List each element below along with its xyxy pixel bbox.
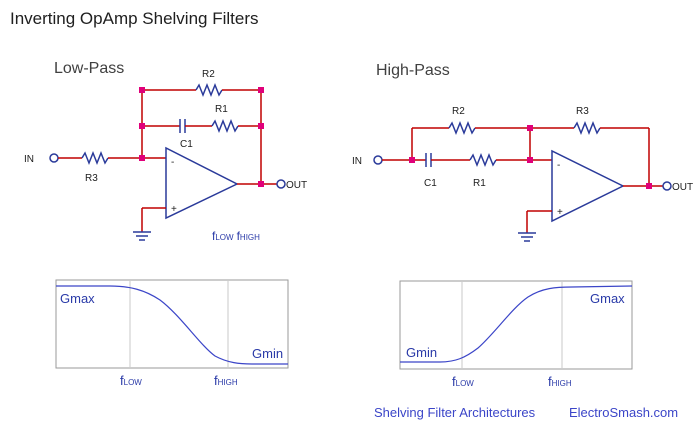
lp-node: [139, 155, 145, 161]
lp-node: [258, 181, 264, 187]
hp-r3-label: R3: [576, 106, 589, 117]
hp-r2-resistor: [448, 120, 476, 136]
hp-input-terminal: [373, 155, 383, 165]
hp-f-low-label: fLOW: [452, 374, 474, 389]
hp-r3-resistor: [573, 120, 601, 136]
lp-minus-label: -: [171, 157, 174, 168]
lp-input-terminal: [49, 153, 59, 163]
hp-out-label: OUT: [672, 182, 693, 193]
hp-minus-label: -: [557, 160, 560, 171]
hp-node: [646, 183, 652, 189]
lp-f-high-label: fHIGH: [214, 373, 238, 388]
high-pass-schematic: IN OUT R2 R3 R1 C1 - +: [352, 106, 693, 242]
lp-gmin-label: Gmin: [252, 346, 283, 361]
lp-r1-label: R1: [215, 104, 228, 115]
hp-node: [527, 125, 533, 131]
hp-node: [527, 157, 533, 163]
lp-r2-resistor: [195, 82, 223, 98]
hp-r1-label: R1: [473, 178, 486, 189]
hp-response-curve: [400, 285, 633, 363]
lp-response-plot: Gmax Gmin fLOW fHIGH: [55, 279, 289, 388]
hp-c1-label: C1: [424, 178, 437, 189]
hp-gmax-label: Gmax: [590, 291, 625, 306]
lp-r2-label: R2: [202, 69, 215, 80]
hp-opamp: [551, 149, 625, 223]
hp-r2-label: R2: [452, 106, 465, 117]
lp-opamp: [165, 146, 239, 220]
hp-in-label: IN: [352, 156, 362, 167]
lp-plot-frame: [55, 279, 289, 369]
lp-c1-label: C1: [180, 139, 193, 150]
lp-output-terminal: [276, 179, 286, 189]
lp-plus-label: +: [171, 204, 177, 215]
lp-r3-label: R3: [85, 173, 98, 184]
high-pass-title: High-Pass: [376, 62, 450, 79]
footer-caption: Shelving Filter Architectures: [374, 405, 536, 420]
hp-r1-resistor: [469, 152, 497, 168]
lp-out-label: OUT: [286, 180, 307, 191]
hp-node: [409, 157, 415, 163]
lp-response-curve: [56, 285, 288, 365]
lp-in-label: IN: [24, 154, 34, 165]
hp-f-high-label: fHIGH: [548, 374, 572, 389]
lp-node: [258, 87, 264, 93]
lp-node: [139, 87, 145, 93]
hp-response-plot: Gmin Gmax fLOW fHIGH: [399, 280, 633, 389]
hp-plot-frame: [399, 280, 633, 370]
page-title: Inverting OpAmp Shelving Filters: [10, 9, 259, 28]
hp-gmin-label: Gmin: [406, 345, 437, 360]
lp-r3-resistor: [81, 150, 109, 166]
footer-site-link[interactable]: ElectroSmash.com: [569, 405, 679, 420]
lp-node: [139, 123, 145, 129]
lp-f-low-label: fLOW: [120, 373, 142, 388]
hp-plus-label: +: [557, 207, 563, 218]
lp-node: [258, 123, 264, 129]
hp-output-terminal: [662, 181, 672, 191]
lp-gmax-label: Gmax: [60, 291, 95, 306]
low-pass-title: Low-Pass: [54, 60, 125, 77]
lp-r1-resistor: [211, 118, 239, 134]
